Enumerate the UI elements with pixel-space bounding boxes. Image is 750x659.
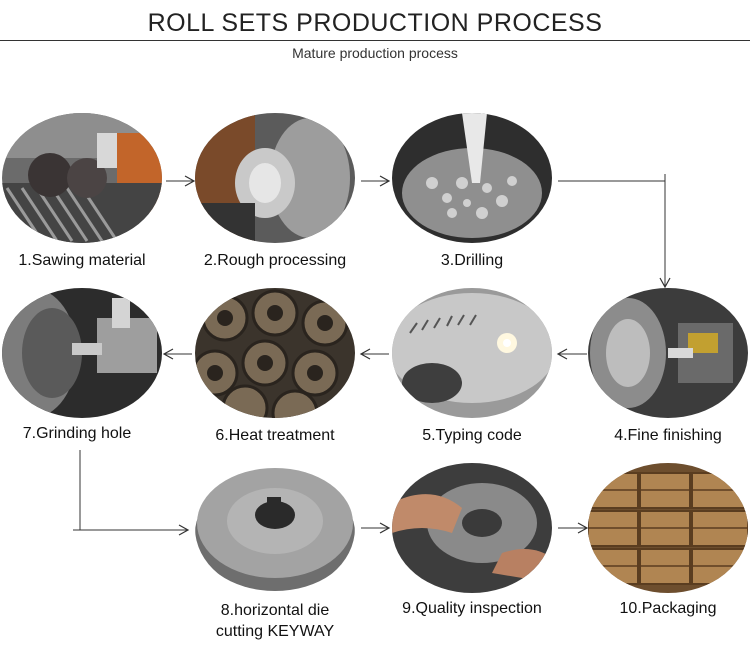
arrow-3-to-4 [558,180,671,289]
step-10-label: 10.Packaging [619,600,717,617]
step-4-photo-fine-finishing [588,288,748,418]
step-6-photo-heat-treatment [195,288,355,418]
step-3-label: 3.Drilling [440,252,504,269]
step-9-label: 9.Quality inspection [402,600,542,617]
step-2-photo-rough-processing [195,113,355,243]
step-7-label: 7.Grinding hole [22,425,132,442]
step-9-photo-quality-inspection [392,463,552,593]
step-3-photo-drilling [392,113,552,243]
step-5-photo-typing-code [392,288,552,418]
step-6-label: 6.Heat treatment [215,427,335,444]
arrow-7-to-8 [79,450,190,536]
step-10-photo-packaging [588,463,748,593]
step-1-label: 1.Sawing material [18,252,146,269]
step-4-label: 4.Fine finishing [614,427,722,444]
step-5-label: 5.Typing code [422,427,522,444]
page-subtitle: Mature production process [292,45,458,61]
step-8-label: 8.horizontal die cutting KEYWAY [195,600,355,642]
step-8-label-line-2: cutting KEYWAY [215,623,335,640]
title-divider [0,40,750,41]
page-title: ROLL SETS PRODUCTION PROCESS [147,9,603,37]
step-2-label: 2.Rough processing [203,252,347,269]
step-1-photo-sawing-material [2,113,162,243]
step-8-photo-keyway-cutting [195,463,355,593]
step-7-photo-grinding-hole [2,288,162,418]
step-8-label-line-1: 8.horizontal die [220,602,330,619]
